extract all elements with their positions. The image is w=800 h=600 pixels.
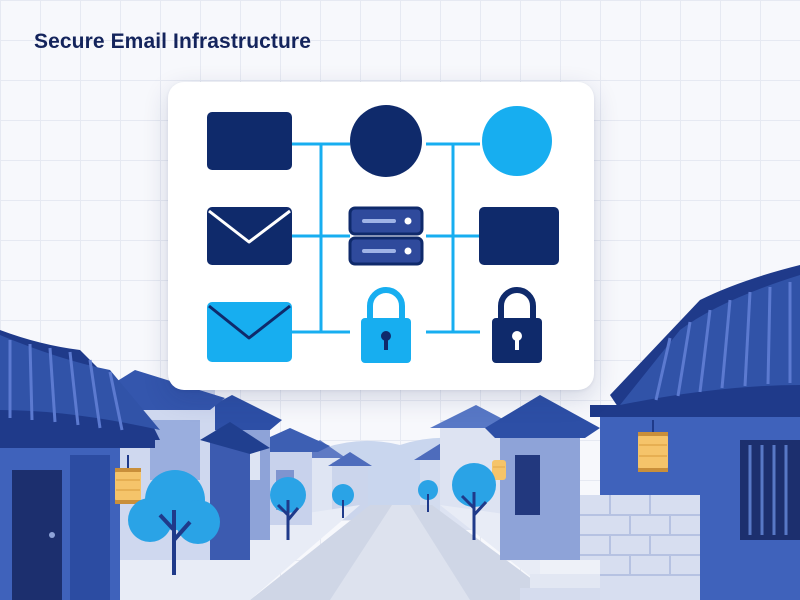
server-icon — [348, 206, 424, 266]
padlock-icon — [361, 287, 411, 363]
circle-icon — [350, 105, 422, 177]
connector-lines — [292, 142, 480, 334]
tree-icon — [418, 480, 438, 512]
right-houses — [485, 265, 800, 600]
tree-icon — [452, 463, 496, 540]
envelope-icon — [207, 302, 292, 362]
rectangle-icon — [207, 112, 292, 170]
lantern-icon — [115, 455, 141, 504]
lantern-icon — [638, 420, 668, 472]
circle-icon — [482, 106, 552, 176]
tree-icon — [270, 477, 306, 540]
tree-icon — [332, 484, 354, 518]
rectangle-icon — [479, 207, 559, 265]
diagram-panel — [168, 82, 594, 390]
lantern-icon — [492, 460, 506, 480]
tree-icon — [128, 470, 220, 575]
envelope-icon — [207, 207, 292, 265]
page-title: Secure Email Infrastructure — [34, 30, 311, 53]
padlock-icon — [492, 287, 542, 363]
